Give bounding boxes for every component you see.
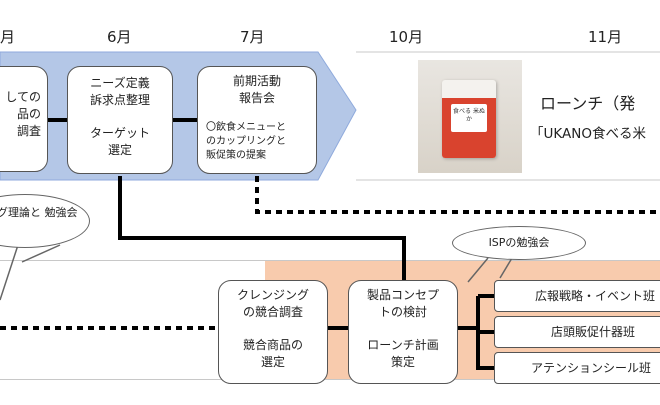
team-box-display: 店頭販促什器班	[494, 316, 660, 348]
product-photo: 食べる 米ぬか	[418, 60, 522, 173]
product-pouch: 食べる 米ぬか	[442, 80, 496, 158]
box-line: 前期活動	[232, 74, 281, 88]
launch-title: ローンチ（発	[540, 94, 636, 113]
box-line: 訴求点整理	[89, 93, 150, 107]
box-line: ローンチ計画	[367, 338, 439, 352]
month-label: 月	[0, 28, 16, 46]
interim-report-box: 前期活動 報告会 〇飲食メニューと のカップリングと 販促策の提案	[197, 66, 317, 174]
lower-band-outline	[0, 260, 660, 380]
box-line: の競合調査	[242, 305, 303, 319]
cleansing-competitor-box: クレンジング の競合調査 競合商品の 選定	[218, 280, 328, 384]
bubble-line: ISPの勉強会	[488, 236, 550, 249]
box-line: のカップリングと	[206, 136, 286, 147]
box-line: 策定	[390, 355, 415, 369]
box-line: ニーズ定義	[90, 76, 150, 90]
needs-definition-box: ニーズ定義 訴求点整理 ターゲット 選定	[67, 66, 173, 174]
product-label: 食べる 米ぬか	[451, 104, 487, 132]
box-line: 〇飲食メニューと	[206, 122, 286, 133]
box-line: 品の	[16, 107, 41, 121]
launch-subtitle: 「UKANO食べる米	[530, 126, 646, 142]
box-line: 報告会	[238, 91, 275, 105]
isp-study-bubble: ISPの勉強会	[452, 226, 586, 260]
box-line: クレンジング	[236, 288, 309, 302]
bubble-line: 勉強会	[44, 206, 78, 219]
bubble-line: グ理論と	[0, 206, 41, 219]
box-line: 競合商品の	[242, 338, 303, 352]
team-box-pr: 広報戦略・イベント班	[494, 280, 660, 312]
box-line: しての	[5, 90, 41, 104]
team-box-sticker: アテンションシール班	[494, 352, 660, 384]
box-line: 調査	[16, 124, 41, 138]
box-line: 製品コンセプ	[366, 288, 439, 302]
month-label: 7月	[240, 28, 265, 46]
market-survey-box: しての 品の 調査	[0, 66, 48, 172]
product-concept-box: 製品コンセプ トの検討 ローンチ計画 策定	[348, 280, 458, 384]
month-label: 11月	[588, 28, 623, 46]
box-line: 選定	[107, 143, 132, 157]
box-line: 選定	[260, 355, 285, 369]
box-line: ターゲット	[89, 126, 150, 140]
box-line: トの検討	[378, 305, 427, 319]
month-label: 10月	[389, 28, 424, 46]
box-line: 販促策の提案	[206, 150, 266, 161]
month-label: 6月	[107, 28, 132, 46]
